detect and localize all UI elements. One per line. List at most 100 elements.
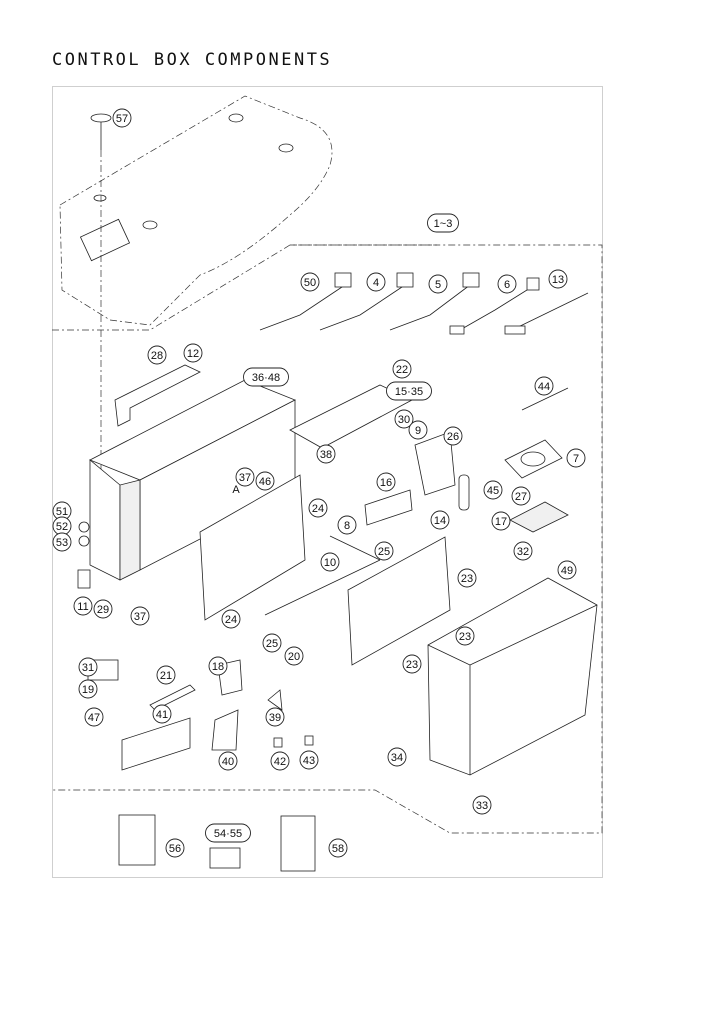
page-title: CONTROL BOX COMPONENTS bbox=[52, 50, 333, 70]
callout-51: 51 bbox=[52, 501, 72, 521]
callout-17: 17 bbox=[491, 511, 511, 531]
callout-circle bbox=[511, 486, 531, 506]
screw-57 bbox=[90, 113, 112, 480]
callout-27: 27 bbox=[511, 486, 531, 506]
cover-12 bbox=[114, 364, 201, 427]
callout-circle bbox=[457, 568, 477, 588]
callout-23: 23 bbox=[457, 568, 477, 588]
callout-label: 25 bbox=[378, 546, 390, 558]
callout-13: 13 bbox=[548, 269, 568, 289]
callout-label: A bbox=[232, 484, 240, 496]
callout-23: 23 bbox=[402, 654, 422, 674]
callout-pill bbox=[243, 367, 289, 387]
diagram-frame bbox=[52, 86, 603, 878]
callout-circle bbox=[183, 343, 203, 363]
callout-37: 37 bbox=[235, 467, 255, 487]
callout-52: 52 bbox=[52, 516, 72, 536]
callout-10: 10 bbox=[320, 552, 340, 572]
callout-24: 24 bbox=[308, 498, 328, 518]
callout-circle bbox=[147, 345, 167, 365]
callout-28: 28 bbox=[147, 345, 167, 365]
callout-53: 53 bbox=[52, 532, 72, 552]
callout-circle bbox=[472, 795, 492, 815]
callout-label: 19 bbox=[82, 684, 94, 696]
callout-label: 50 bbox=[304, 277, 316, 289]
callout-11: 11 bbox=[73, 596, 93, 616]
callout-circle bbox=[320, 552, 340, 572]
callout-pill bbox=[386, 381, 432, 401]
callout-50: 50 bbox=[300, 272, 320, 292]
callout-label: 24 bbox=[312, 503, 324, 515]
callout-circle bbox=[284, 646, 304, 666]
callout-A: A bbox=[232, 484, 240, 496]
callout-21: 21 bbox=[156, 665, 176, 685]
callout-circle bbox=[443, 426, 463, 446]
callout-15-35: 15·35 bbox=[386, 381, 432, 401]
callout-label: 43 bbox=[303, 755, 315, 767]
callout-label: 47 bbox=[88, 712, 100, 724]
callout-label: 31 bbox=[82, 662, 94, 674]
callout-label: 9 bbox=[415, 425, 421, 437]
callout-circle bbox=[84, 707, 104, 727]
callout-5: 5 bbox=[428, 274, 448, 294]
chassis bbox=[89, 379, 296, 581]
callout-circle bbox=[221, 609, 241, 629]
callout-circle bbox=[455, 626, 475, 646]
callout-label: 42 bbox=[274, 756, 286, 768]
callout-label: 26 bbox=[447, 431, 459, 443]
rod-10 bbox=[264, 559, 381, 616]
callout-34: 34 bbox=[387, 747, 407, 767]
callout-32: 32 bbox=[513, 541, 533, 561]
callout-pill bbox=[205, 823, 251, 843]
callout-57: 57 bbox=[112, 108, 132, 128]
callout-37: 37 bbox=[130, 606, 150, 626]
callout-label: 24 bbox=[225, 614, 237, 626]
callout-label: 17 bbox=[495, 516, 507, 528]
callout-42: 42 bbox=[270, 751, 290, 771]
callout-label: 4 bbox=[373, 277, 379, 289]
callout-label: 7 bbox=[573, 453, 579, 465]
callout-label: 41 bbox=[156, 709, 168, 721]
callout-label: 44 bbox=[538, 381, 550, 393]
callout-circle bbox=[557, 560, 577, 580]
callout-label: 37 bbox=[134, 611, 146, 623]
callout-label: 52 bbox=[56, 521, 68, 533]
callout-circle bbox=[513, 541, 533, 561]
callout-58: 58 bbox=[328, 838, 348, 858]
callout-29: 29 bbox=[93, 599, 113, 619]
callout-label: 23 bbox=[459, 631, 471, 643]
callout-circle bbox=[394, 409, 414, 429]
fan-17 bbox=[509, 501, 569, 533]
callout-circle bbox=[430, 510, 450, 530]
cable-tie-44 bbox=[521, 387, 569, 411]
callout-circle bbox=[408, 420, 428, 440]
wire-harnesses bbox=[259, 272, 589, 335]
callout-circle bbox=[165, 838, 185, 858]
callout-label: 20 bbox=[288, 651, 300, 663]
callout-24: 24 bbox=[221, 609, 241, 629]
callout-circle bbox=[78, 657, 98, 677]
callout-circle bbox=[366, 272, 386, 292]
callout-12: 12 bbox=[183, 343, 203, 363]
kit-54-55 bbox=[209, 847, 241, 869]
callout-4: 4 bbox=[366, 272, 386, 292]
callout-circle bbox=[93, 599, 113, 619]
callout-label: 51 bbox=[56, 506, 68, 518]
callout-circle bbox=[534, 376, 554, 396]
callout-circle bbox=[548, 269, 568, 289]
callout-label: 34 bbox=[391, 752, 403, 764]
cover-49 bbox=[427, 577, 598, 776]
callout-circle bbox=[392, 359, 412, 379]
callout-label: 28 bbox=[151, 350, 163, 362]
callout-label: 8 bbox=[344, 520, 350, 532]
label-16 bbox=[364, 489, 413, 526]
callout-circle bbox=[52, 532, 72, 552]
callout-circle bbox=[208, 656, 228, 676]
callout-circle bbox=[112, 108, 132, 128]
callout-label: 25 bbox=[266, 638, 278, 650]
callout-label: 56 bbox=[169, 843, 181, 855]
callout-25: 25 bbox=[374, 541, 394, 561]
callout-49: 49 bbox=[557, 560, 577, 580]
callout-circle bbox=[376, 472, 396, 492]
